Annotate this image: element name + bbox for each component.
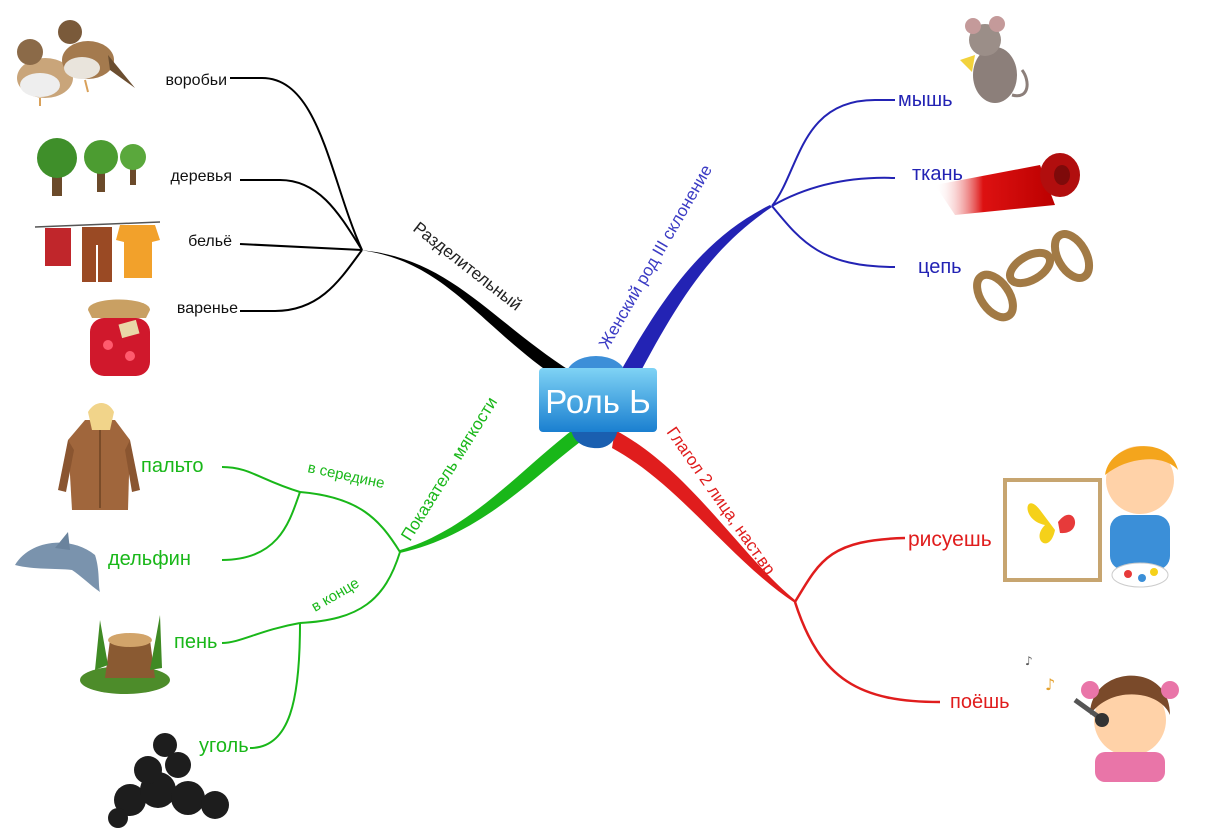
word-coat: пальто xyxy=(141,455,204,477)
separating-connectors xyxy=(230,77,363,312)
softness-connectors xyxy=(221,466,401,749)
fabric-roll-picture xyxy=(935,153,1080,215)
word-sparrows: воробьи xyxy=(166,72,227,89)
word-trees: деревья xyxy=(170,168,232,185)
word-chain: цепь xyxy=(918,256,962,278)
chain-picture xyxy=(973,230,1094,322)
coal-picture xyxy=(108,733,229,828)
painting-boy-picture xyxy=(1003,446,1178,588)
branch-label-verb: Глагол 2 лица, наст.вр. xyxy=(663,423,782,582)
branch-feminine xyxy=(610,205,772,392)
branch-label-softness: Показатель мягкости xyxy=(397,394,501,544)
word-stump: пень xyxy=(174,631,217,653)
mouse-picture xyxy=(960,16,1029,103)
sub-label-middle: в середине xyxy=(306,459,386,492)
dolphin-picture xyxy=(15,532,100,592)
word-singing: поёшь xyxy=(950,691,1010,713)
coat-picture xyxy=(58,403,140,510)
singing-girl-picture: ♪ ♪ xyxy=(1025,654,1179,782)
word-dolphin: дельфин xyxy=(108,548,191,570)
svg-text:♪: ♪ xyxy=(1045,675,1055,694)
word-painting: рисуешь xyxy=(908,528,992,551)
sparrows-picture xyxy=(17,20,135,106)
center-title: Роль Ь xyxy=(545,383,650,420)
jam-jar-picture xyxy=(88,299,150,376)
stump-picture xyxy=(80,615,170,694)
laundry-picture xyxy=(34,221,161,282)
word-coal: уголь xyxy=(199,735,249,757)
sub-label-end: в конце xyxy=(309,575,363,616)
verb-connectors xyxy=(793,536,941,704)
feminine-connectors xyxy=(771,99,896,268)
trees-picture xyxy=(37,138,146,196)
svg-text:♪: ♪ xyxy=(1025,654,1033,668)
branch-softness xyxy=(400,428,580,553)
word-fabric: ткань xyxy=(912,163,963,185)
word-jam: варенье xyxy=(177,300,238,317)
branch-verb xyxy=(612,430,795,603)
center-node[interactable]: Роль Ь xyxy=(539,356,657,449)
word-mouse: мышь xyxy=(898,89,953,111)
word-laundry: бельё xyxy=(188,233,232,250)
